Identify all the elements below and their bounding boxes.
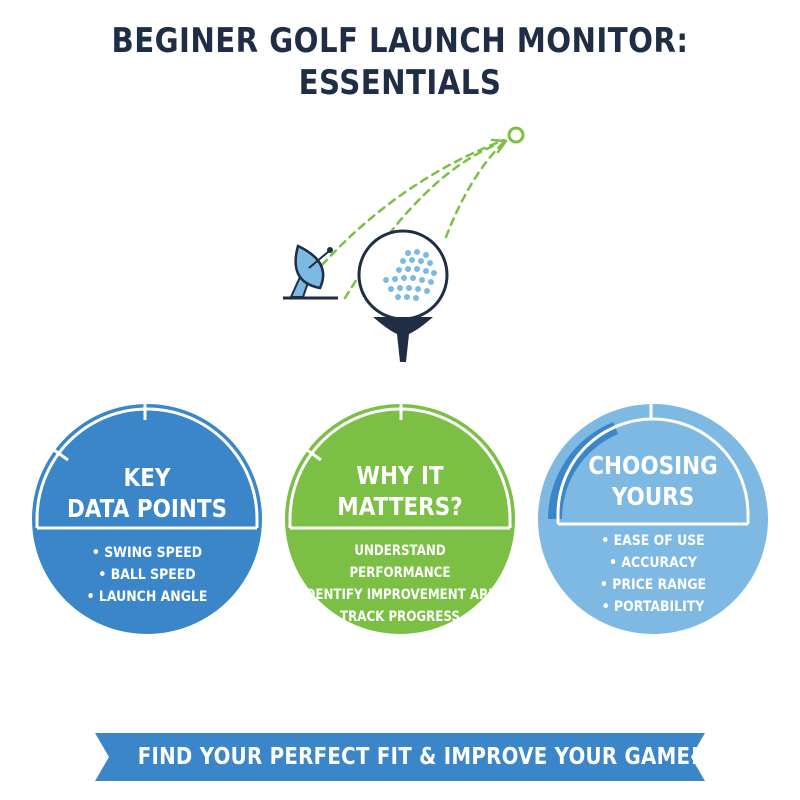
card-ring-decoration [288, 404, 512, 530]
launch-illustration [283, 126, 525, 362]
cta-banner: FIND YOUR PERFECT FIT & IMPROVE YOUR GAM… [95, 733, 705, 781]
card-heading: CHOOSING YOURS [554, 450, 752, 512]
card-choosing-yours: CHOOSING YOURS • EASE OF USE • ACCURACY … [538, 404, 768, 634]
list-item: UNDERSTAND [354, 543, 446, 559]
card-item-list: • EASE OF USE • ACCURACY • PRICE RANGE •… [554, 530, 752, 618]
list-item: • SWING SPEED [91, 545, 203, 561]
card-heading-line: WHY IT [356, 461, 444, 490]
ribbon-shape [95, 733, 705, 781]
card-heading-line: YOURS [611, 482, 695, 511]
list-item: IDENTIFY IMPROVEMENT AREAS [301, 587, 515, 603]
card-why-it-matters: WHY IT MATTERS? UNDERSTAND PERFORMANCE I… [285, 404, 515, 634]
card-heading-line: CHOOSING [588, 451, 718, 480]
list-item: • LAUNCH ANGLE [86, 589, 208, 605]
title-line-1: BEGINER GOLF LAUNCH MONITOR: [111, 21, 689, 61]
list-item: TRACK PROGRESS [340, 609, 460, 625]
list-item: PERFORMANCE [349, 565, 451, 581]
card-item-list: • SWING SPEED • BALL SPEED • LAUNCH ANGL… [48, 542, 246, 608]
card-heading-line: KEY [123, 463, 171, 492]
list-item: • PRICE RANGE [599, 577, 707, 593]
page-title: BEGINER GOLF LAUNCH MONITOR: ESSENTIALS [56, 20, 744, 104]
card-heading: KEY DATA POINTS [48, 462, 246, 524]
list-item: • PORTABILITY [601, 599, 705, 615]
title-line-2: ESSENTIALS [298, 63, 502, 103]
golf-tee-icon [373, 317, 433, 362]
card-item-list: UNDERSTAND PERFORMANCE IDENTIFY IMPROVEM… [301, 540, 515, 628]
card-ring-decoration [548, 404, 750, 526]
arrow-head-icon [490, 138, 508, 154]
card-key-data-points: KEY DATA POINTS • SWING SPEED • BALL SPE… [32, 404, 262, 634]
list-item: • BALL SPEED [98, 567, 196, 583]
list-item: • EASE OF USE [601, 533, 705, 549]
list-item: • ACCURACY [609, 555, 697, 571]
card-heading: WHY IT MATTERS? [301, 460, 499, 522]
radar-dish-icon [283, 244, 338, 300]
golf-ball-icon [357, 229, 449, 321]
card-heading-line: DATA POINTS [66, 494, 228, 523]
target-circle-icon [507, 126, 525, 144]
banner-text: FIND YOUR PERFECT FIT & IMPROVE YOUR GAM… [137, 744, 700, 770]
card-ring-decoration [35, 404, 259, 530]
card-heading-line: MATTERS? [337, 492, 463, 521]
